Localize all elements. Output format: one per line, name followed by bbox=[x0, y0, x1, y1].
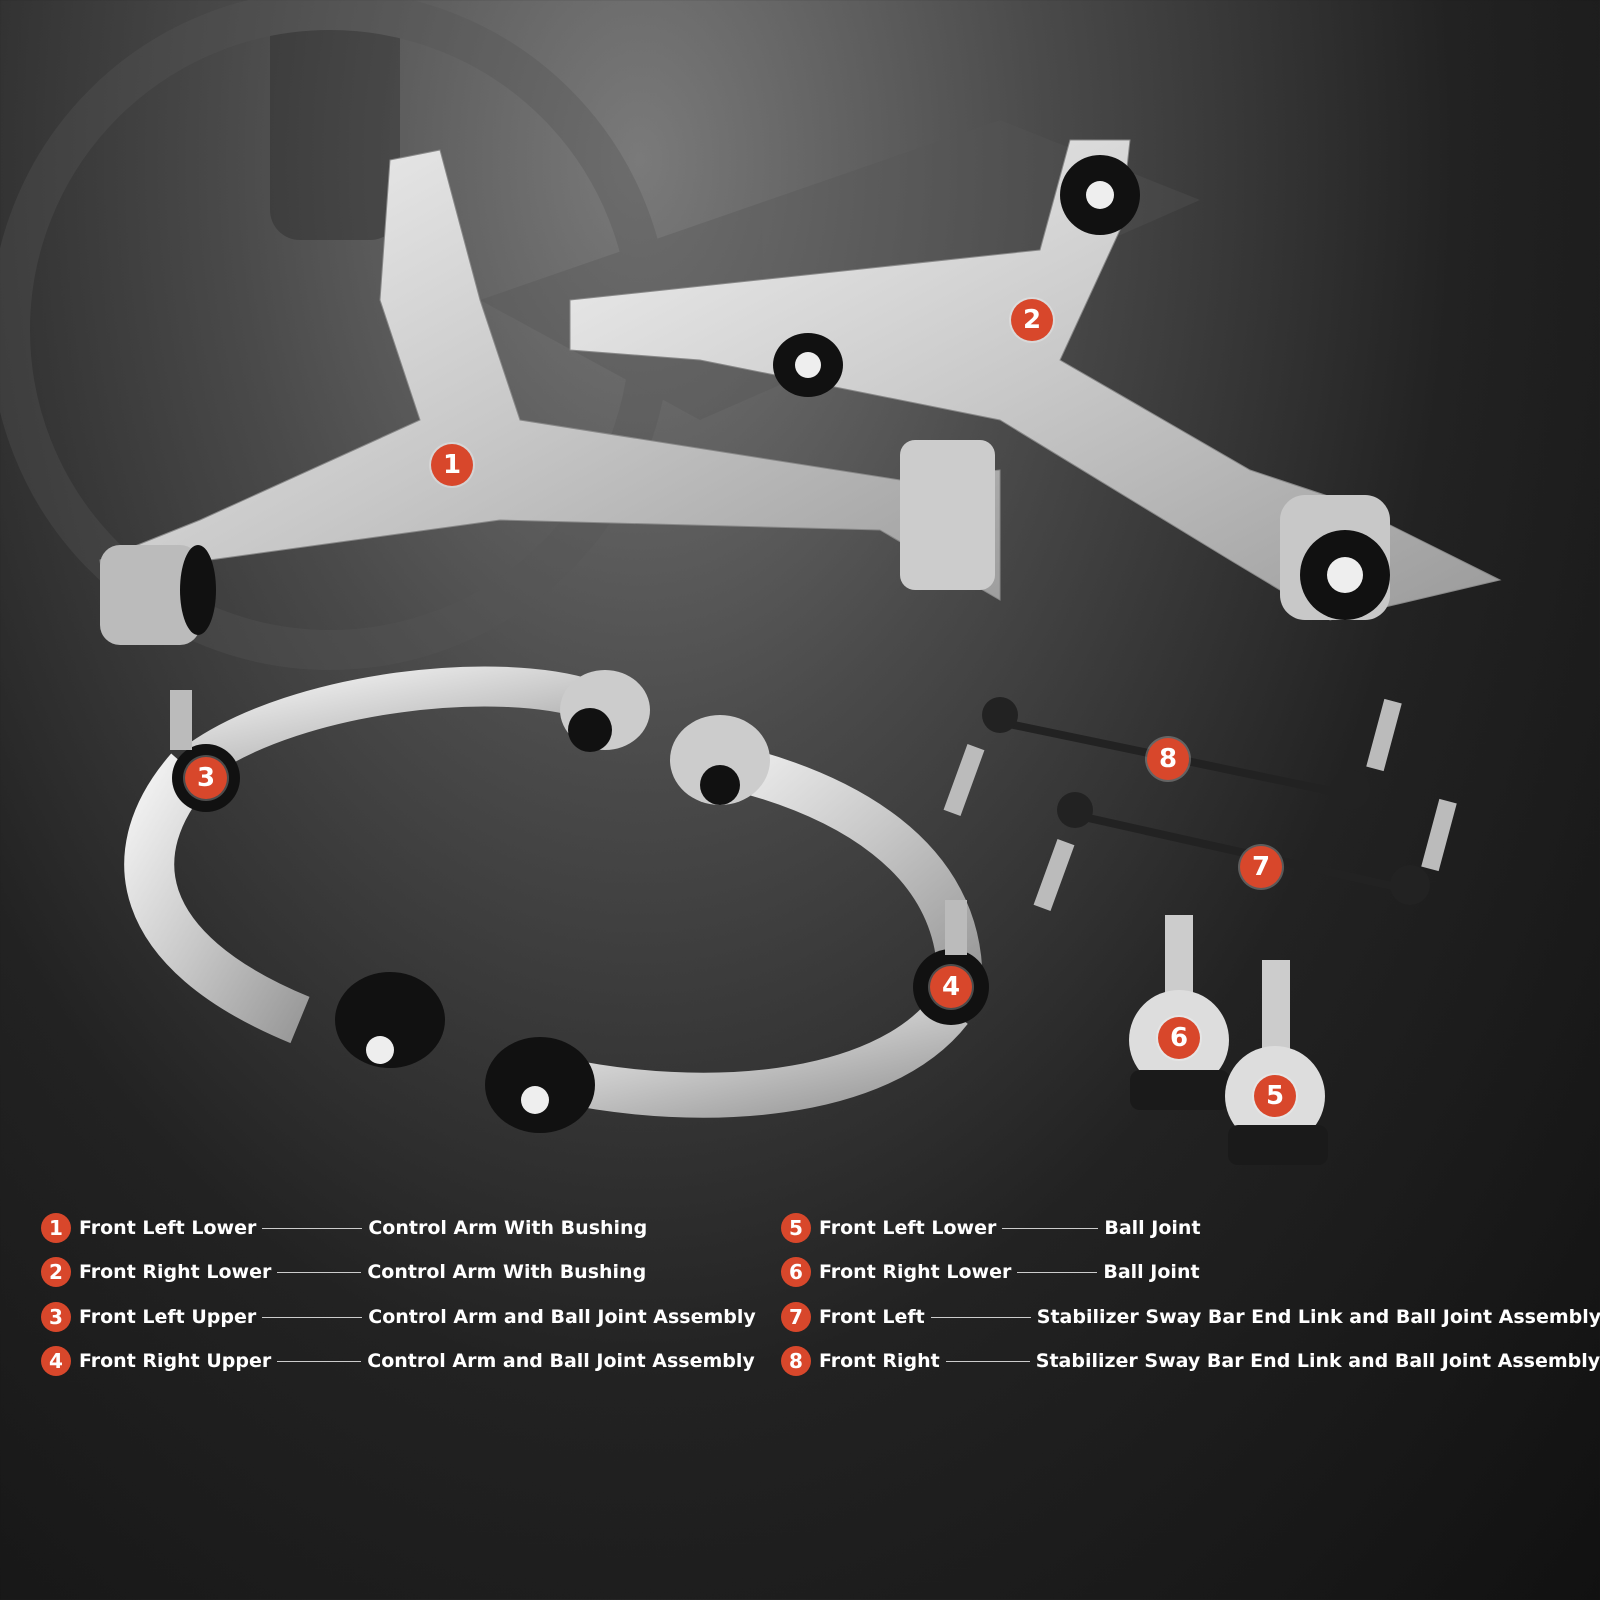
sway-bar-end-link-7 bbox=[1033, 792, 1457, 911]
legend-position: Front Left Lower bbox=[819, 1217, 997, 1239]
legend-badge: 8 bbox=[781, 1346, 811, 1376]
part-badge-7: 7 bbox=[1240, 846, 1282, 888]
legend-badge: 7 bbox=[781, 1302, 811, 1332]
legend-badge: 3 bbox=[41, 1302, 71, 1332]
legend-connector-line bbox=[1002, 1227, 1099, 1229]
legend-badge: 5 bbox=[781, 1213, 811, 1243]
legend-connector-line bbox=[262, 1316, 363, 1318]
legend-connector-line bbox=[277, 1360, 362, 1362]
legend-position: Front Left Lower bbox=[79, 1217, 257, 1239]
legend-part: Control Arm With Bushing bbox=[368, 1217, 648, 1239]
ball-joint-6 bbox=[1129, 915, 1230, 1110]
legend-badge: 4 bbox=[41, 1346, 71, 1376]
legend-part: Stabilizer Sway Bar End Link and Ball Jo… bbox=[1035, 1350, 1600, 1372]
legend-position: Front Left Upper bbox=[79, 1306, 257, 1328]
part-badge-2: 2 bbox=[1011, 299, 1053, 341]
legend-position: Front Left bbox=[819, 1306, 925, 1328]
part-badge-1: 1 bbox=[431, 444, 473, 486]
legend-connector-line bbox=[930, 1316, 1031, 1318]
legend-connector-line bbox=[945, 1360, 1030, 1362]
legend-row-6: 6 Front Right Lower Ball Joint bbox=[781, 1257, 1200, 1287]
part-badge-8: 8 bbox=[1147, 738, 1189, 780]
legend-row-4: 4 Front Right Upper Control Arm and Ball… bbox=[41, 1346, 755, 1376]
legend-part: Ball Joint bbox=[1104, 1217, 1201, 1239]
legend-position: Front Right Lower bbox=[79, 1261, 272, 1283]
legend-part: Control Arm and Ball Joint Assembly bbox=[367, 1350, 755, 1372]
legend-row-2: 2 Front Right Lower Control Arm With Bus… bbox=[41, 1257, 741, 1287]
part-badge-4: 4 bbox=[930, 966, 972, 1008]
legend-position: Front Right Lower bbox=[819, 1261, 1012, 1283]
front-left-upper-control-arm bbox=[124, 666, 650, 1068]
part-badge-5: 5 bbox=[1254, 1075, 1296, 1117]
legend-badge: 1 bbox=[41, 1213, 71, 1243]
legend-part: Stabilizer Sway Bar End Link and Ball Jo… bbox=[1036, 1306, 1600, 1328]
legend-badge: 6 bbox=[781, 1257, 811, 1287]
legend-row-8: 8 Front Right Stabilizer Sway Bar End Li… bbox=[781, 1346, 1600, 1376]
legend-connector-line bbox=[262, 1227, 363, 1229]
legend-position: Front Right Upper bbox=[79, 1350, 272, 1372]
legend-part: Control Arm With Bushing bbox=[367, 1261, 647, 1283]
legend-connector-line bbox=[277, 1271, 362, 1273]
legend-connector-line bbox=[1017, 1271, 1098, 1273]
legend-position: Front Right bbox=[819, 1350, 940, 1372]
front-left-lower-control-arm bbox=[99, 149, 1001, 645]
legend-row-1: 1 Front Left Lower Control Arm With Bush… bbox=[41, 1213, 741, 1243]
legend-part: Ball Joint bbox=[1103, 1261, 1200, 1283]
part-badge-3: 3 bbox=[185, 757, 227, 799]
legend-badge: 2 bbox=[41, 1257, 71, 1287]
legend-row-3: 3 Front Left Upper Control Arm and Ball … bbox=[41, 1302, 756, 1332]
legend-part: Control Arm and Ball Joint Assembly bbox=[368, 1306, 756, 1328]
ball-joint-5 bbox=[1225, 960, 1328, 1165]
part-badge-6: 6 bbox=[1158, 1017, 1200, 1059]
front-right-upper-control-arm bbox=[485, 715, 989, 1133]
front-right-lower-control-arm bbox=[569, 139, 1502, 621]
legend-row-7: 7 Front Left Stabilizer Sway Bar End Lin… bbox=[781, 1302, 1600, 1332]
legend-row-5: 5 Front Left Lower Ball Joint bbox=[781, 1213, 1201, 1243]
